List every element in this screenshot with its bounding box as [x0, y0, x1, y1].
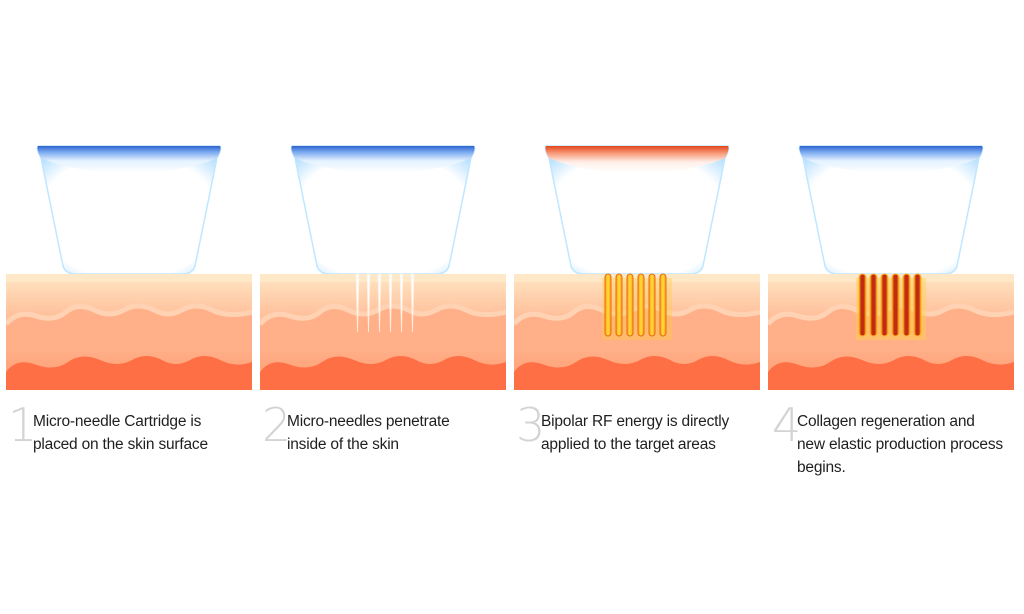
cartridge-top	[37, 146, 221, 173]
collagen-column	[880, 273, 889, 337]
dermis-wave	[768, 306, 1014, 352]
dermis-wave	[260, 306, 506, 352]
deep-layer-wave	[768, 356, 1014, 390]
collagen-column	[913, 273, 922, 337]
needle	[604, 273, 612, 337]
cartridge-top	[799, 146, 983, 173]
needle	[366, 273, 371, 333]
step-description: Collagen regeneration and new elastic pr…	[797, 410, 1022, 479]
deep-layer-wave	[6, 356, 252, 390]
deep-layer-wave	[260, 356, 506, 390]
micro-needles-rf	[604, 273, 667, 337]
step-line: Micro-needles penetrate	[287, 413, 450, 430]
cartridge-top-heated	[545, 146, 729, 173]
step-2-svg	[260, 145, 506, 390]
step-line: Micro-needle Cartridge is	[33, 413, 202, 430]
needle	[388, 273, 393, 333]
step-4-caption: 4 Collagen regeneration and new elastic …	[772, 402, 1022, 492]
needle	[399, 273, 404, 333]
step-description: Micro-needle Cartridge is placed on the …	[33, 410, 258, 456]
step-number: 3	[516, 398, 546, 452]
needle	[648, 273, 656, 337]
step-line: inside of the skin	[287, 436, 399, 453]
step-line: placed on the skin surface	[33, 436, 208, 453]
step-line: Collagen regeneration and	[797, 413, 975, 430]
dermis-wave	[514, 306, 760, 352]
step-number: 4	[772, 398, 802, 452]
cartridge-top	[291, 146, 475, 173]
collagen-column	[869, 273, 878, 337]
skin-surface	[260, 274, 506, 282]
step-line: new elastic production process	[797, 436, 1003, 453]
dermis-wave-highlight	[6, 303, 252, 326]
step-2-caption: 2 Micro-needles penetrate inside of the …	[262, 402, 512, 492]
step-1-caption: 1 Micro-needle Cartridge is placed on th…	[8, 402, 258, 492]
step-description: Bipolar RF energy is directly applied to…	[541, 410, 766, 456]
collagen-column	[858, 273, 867, 337]
needle	[355, 273, 360, 333]
skin-surface	[6, 274, 252, 282]
step-2-illustration	[260, 140, 506, 400]
dermis-wave-highlight	[260, 303, 506, 326]
step-1-svg	[6, 145, 252, 390]
step-number: 2	[262, 398, 292, 452]
collagen-column	[902, 273, 911, 337]
step-3-illustration	[514, 140, 760, 400]
collagen-column	[891, 273, 900, 337]
needle	[626, 273, 634, 337]
step-line: Bipolar RF energy is directly	[541, 413, 730, 430]
step-line: begins.	[797, 459, 846, 476]
step-3-caption: 3 Bipolar RF energy is directly applied …	[516, 402, 766, 492]
step-4-illustration	[768, 140, 1014, 400]
collagen-columns	[858, 273, 922, 337]
deep-layer-wave	[514, 356, 760, 390]
step-1-illustration	[6, 140, 252, 400]
step-number: 1	[8, 398, 38, 452]
needle	[659, 273, 667, 337]
micro-needles-white	[355, 273, 415, 333]
dermis-wave	[6, 306, 252, 352]
skin-surface	[514, 274, 760, 282]
step-line: applied to the target areas	[541, 436, 716, 453]
needle	[410, 273, 415, 333]
step-3-svg	[514, 145, 760, 390]
step-description: Micro-needles penetrate inside of the sk…	[287, 410, 512, 456]
skin-surface	[768, 274, 1014, 282]
needle	[637, 273, 645, 337]
needle	[377, 273, 382, 333]
step-4-svg	[768, 145, 1014, 390]
needle	[615, 273, 623, 337]
